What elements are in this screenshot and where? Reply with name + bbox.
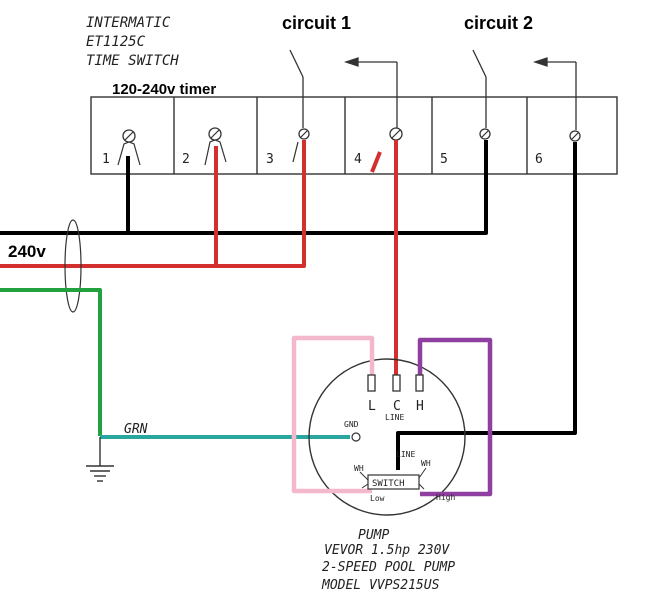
gnd-terminal [351,432,361,442]
inner-line-label: LINE [396,450,415,459]
terminal-label-low: L [368,399,376,414]
low-speed-label: Low [370,494,385,503]
pump-brand: VEVOR 1.5hp 230V [324,543,450,558]
timer-brand-line-2: ET1125C [86,34,146,50]
terminal-number-6: 6 [535,152,543,167]
pump-motor-housing [308,358,466,516]
circuit-2-contact [472,49,577,130]
timer-brand-line-3: TIME SWITCH [86,53,179,69]
timer-rating-label: 120-240v timer [112,81,216,98]
terminal-number-5: 5 [440,152,448,167]
gnd-label: GND [344,420,359,429]
terminal-tab-high [415,374,424,392]
high-speed-label: High [436,493,455,502]
terminal-label-common: C [393,399,401,414]
line-2-red-wire [0,140,306,268]
pump-terminal-tabs [367,374,424,392]
terminal-label-line: LINE [385,413,404,422]
circuit-2-label: circuit 2 [464,13,533,33]
ground-label: GRN [124,422,148,437]
wh-right-label: WH [421,459,431,468]
terminal-screws [122,127,581,143]
terminal-number-1: 1 [102,152,110,167]
wh-left-label: WH [354,464,364,473]
cable-sheath [64,219,82,313]
ground-green-wire [0,288,102,436]
pump-type: 2-SPEED POOL PUMP [322,560,455,575]
speed-switch-label: SWITCH [372,479,405,489]
pump-model: MODEL VVPS215US [321,578,440,593]
line-1-black-wire [0,140,488,235]
pump-title: PUMP [358,528,389,543]
circuit-1-contact [289,49,398,128]
timer-terminal-block [90,96,618,175]
terminal-number-3: 3 [266,152,274,167]
speed-switch-box [367,474,420,490]
low-speed-pink-wire [291,335,375,494]
supply-voltage-label: 240v [8,242,46,261]
earth-ground-icon [86,437,114,482]
circuit-1-red-wire [370,140,398,375]
circuit-2-black-wire [396,142,577,470]
high-speed-purple-wire [417,337,493,497]
terminal-number-4: 4 [354,152,362,167]
circuit-1-label: circuit 1 [282,13,351,33]
terminal-tab-low [367,374,376,392]
terminal-number-2: 2 [182,152,190,167]
terminal-label-high: H [416,399,424,414]
terminal-tab-common [392,374,401,392]
timer-brand-line-1: INTERMATIC [86,15,171,31]
